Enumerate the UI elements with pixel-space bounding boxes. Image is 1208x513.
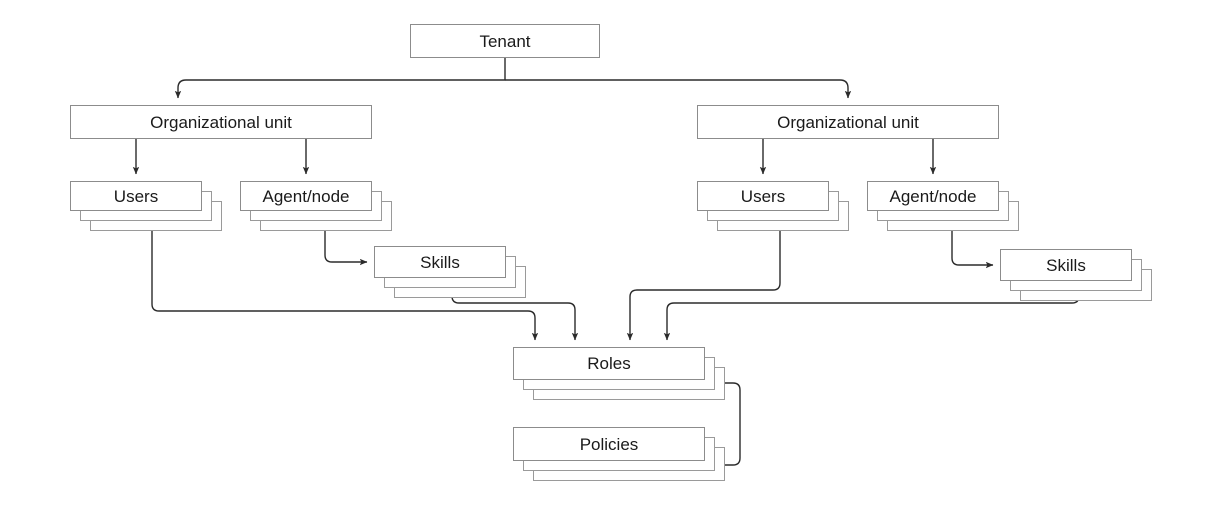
agent-node-left-box[interactable]: Agent/node (240, 181, 372, 211)
edge-agent-right-to-skills-right (951, 231, 994, 269)
skills-left-box[interactable]: Skills (374, 246, 506, 278)
tenant-label: Tenant (479, 31, 531, 51)
users-right-box[interactable]: Users (697, 181, 829, 211)
agent-node-right-box[interactable]: Agent/node (867, 181, 999, 211)
agent-node-left-label: Agent/node (262, 186, 350, 206)
edge-tenant-to-org-right (505, 79, 852, 99)
skills-right-label: Skills (1046, 255, 1086, 275)
policies-label: Policies (579, 434, 639, 454)
users-right-label: Users (740, 186, 786, 206)
edge-tenant-to-org-left (174, 58, 506, 99)
edge-users-right-to-roles (626, 231, 781, 341)
edge-agent-left-to-skills-left (324, 231, 368, 266)
org-unit-right-box[interactable]: Organizational unit (697, 105, 999, 139)
users-left-box[interactable]: Users (70, 181, 202, 211)
edge-skills-left-to-roles (451, 295, 579, 341)
org-unit-left-box[interactable]: Organizational unit (70, 105, 372, 139)
roles-box[interactable]: Roles (513, 347, 705, 380)
org-unit-right-label: Organizational unit (777, 112, 919, 132)
policies-box[interactable]: Policies (513, 427, 705, 461)
skills-right-box[interactable]: Skills (1000, 249, 1132, 281)
users-left-label: Users (113, 186, 159, 206)
agent-node-right-label: Agent/node (889, 186, 977, 206)
roles-label: Roles (587, 354, 631, 373)
tenant-box[interactable]: Tenant (410, 24, 600, 58)
skills-left-label: Skills (420, 252, 460, 272)
edge-skills-right-to-roles (663, 295, 1080, 341)
org-unit-left-label: Organizational unit (150, 112, 292, 132)
